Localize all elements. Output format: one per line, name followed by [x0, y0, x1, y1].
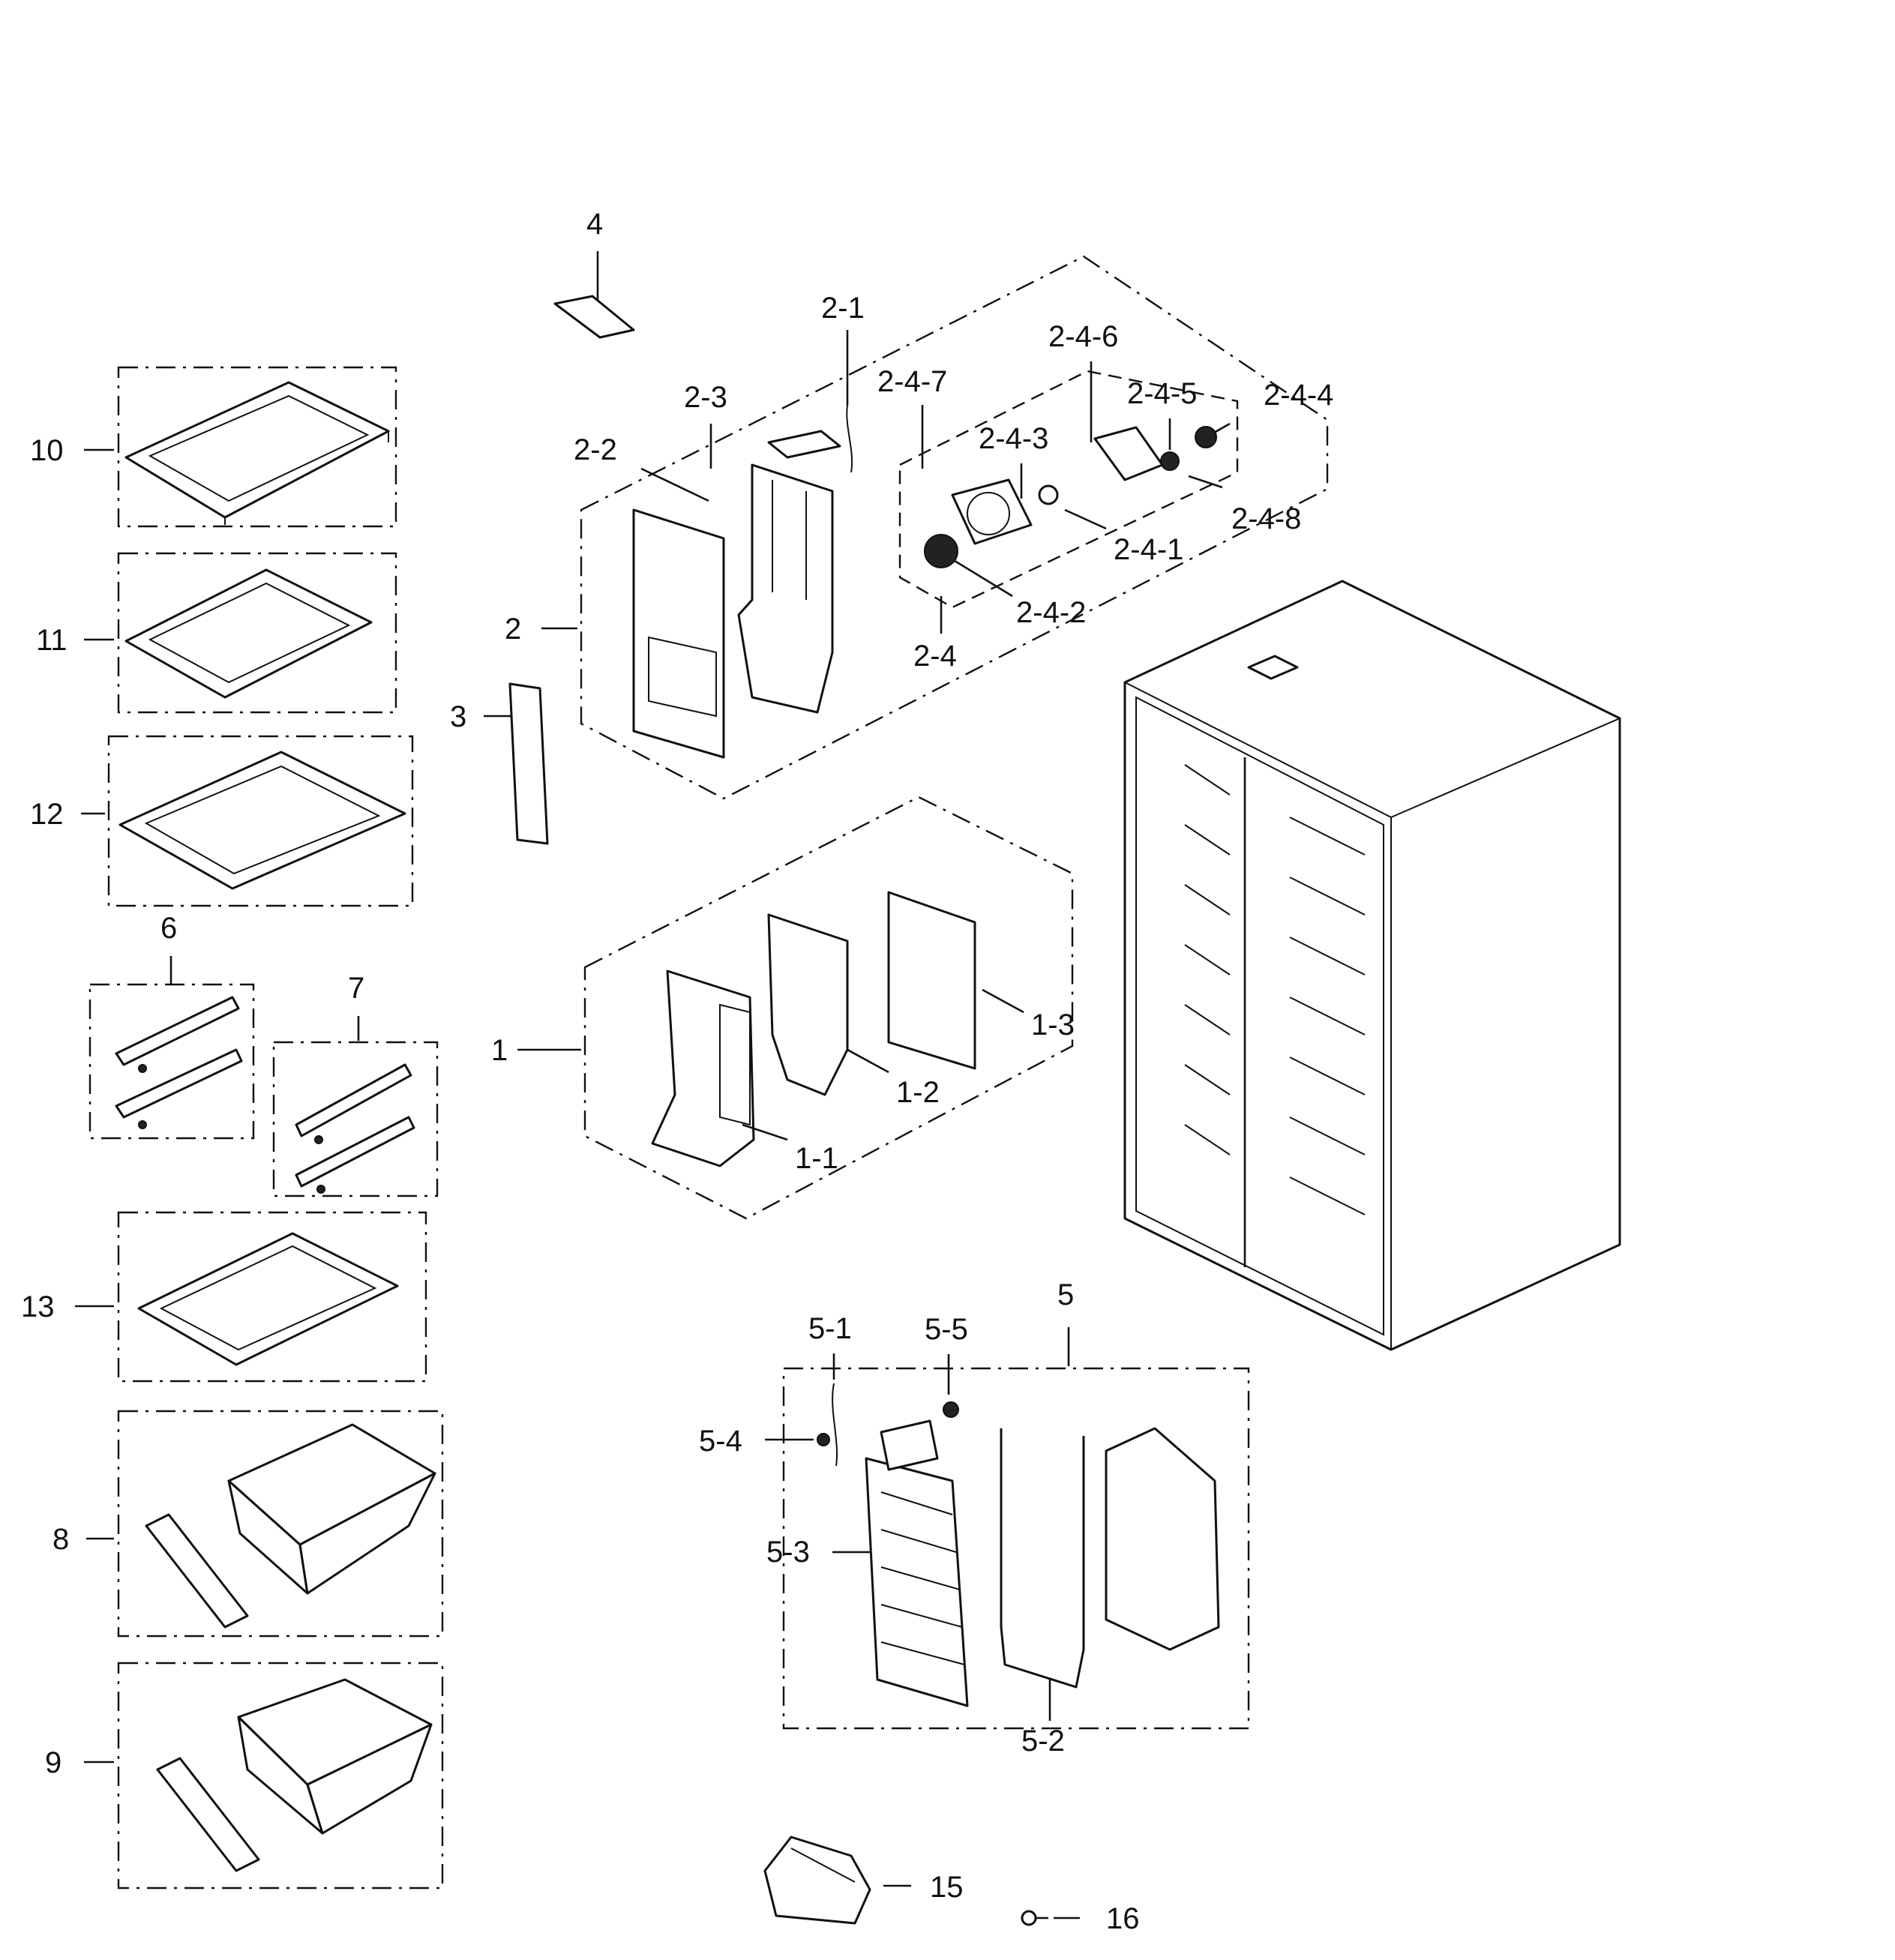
drawer-9: 9	[45, 1662, 444, 1890]
callout-8: 8	[52, 1523, 69, 1556]
callout-2-4-2: 2-4-2	[1016, 596, 1086, 629]
callout-2-3: 2-3	[684, 381, 727, 414]
callout-10: 10	[30, 434, 64, 467]
evaporator-icon	[817, 1383, 1220, 1707]
callout-2-4-1: 2-4-1	[1114, 533, 1183, 566]
callout-2-2: 2-2	[574, 433, 617, 466]
callout-6: 6	[160, 912, 177, 945]
callout-5-3: 5-3	[766, 1536, 810, 1569]
screw-icon	[1021, 1910, 1048, 1926]
rail-icon	[115, 996, 243, 1129]
callout-2-4-5: 2-4-5	[1127, 377, 1197, 410]
callout-15: 15	[930, 1871, 964, 1904]
rails-6: 6	[88, 912, 255, 1140]
drawer-8: 8	[52, 1410, 444, 1638]
shelf-12: 12	[30, 735, 414, 907]
rails-7: 7	[272, 972, 439, 1197]
part-15: 15	[763, 1836, 964, 1925]
rail-icon	[295, 1063, 415, 1194]
callout-2-1: 2-1	[821, 292, 865, 325]
drawer-icon	[145, 1423, 436, 1629]
callout-1: 1	[491, 1034, 508, 1067]
callout-2-4-6: 2-4-6	[1048, 320, 1118, 353]
callout-2-4: 2-4	[913, 640, 957, 673]
callout-3: 3	[450, 700, 466, 733]
callout-2-4-8: 2-4-8	[1231, 502, 1301, 535]
duct-cover-icon	[651, 891, 976, 1167]
callout-5-2: 5-2	[1021, 1725, 1065, 1758]
callout-2-4-7: 2-4-7	[877, 365, 947, 398]
bin-icon	[763, 1836, 871, 1925]
callout-2-4-3: 2-4-3	[979, 422, 1048, 455]
shelf-icon	[137, 1232, 399, 1366]
part-16: 16	[1021, 1902, 1140, 1935]
part-4: 4	[553, 208, 635, 339]
callout-5-4: 5-4	[699, 1425, 742, 1458]
callout-5-5: 5-5	[925, 1313, 968, 1346]
part-3: 3	[450, 682, 549, 845]
callout-4: 4	[586, 208, 603, 241]
callout-2-4-4: 2-4-4	[1264, 379, 1333, 412]
callout-5-1: 5-1	[808, 1312, 852, 1345]
shelf-10: 10	[30, 366, 397, 528]
callout-16: 16	[1106, 1902, 1140, 1935]
callout-12: 12	[30, 798, 64, 831]
callout-2: 2	[505, 613, 521, 646]
callout-1-2: 1-2	[896, 1076, 940, 1109]
shelf-icon	[124, 381, 390, 525]
callout-5: 5	[1057, 1278, 1074, 1311]
shelf-11: 11	[36, 552, 397, 714]
duct-cover-icon	[632, 430, 841, 759]
cabinet-inner-ribs	[1184, 764, 1366, 1215]
shelf-icon	[124, 568, 373, 699]
cabinet-icon	[1123, 580, 1621, 1351]
callout-13: 13	[21, 1290, 55, 1323]
fan-motor-icon	[924, 426, 1217, 568]
drawer-icon	[156, 1678, 433, 1872]
shelf-13: 13	[21, 1211, 427, 1383]
callout-9: 9	[45, 1746, 61, 1779]
shelf-icon	[118, 751, 406, 890]
callout-7: 7	[348, 972, 364, 1005]
callout-1-1: 1-1	[795, 1142, 838, 1175]
callout-11: 11	[36, 624, 67, 657]
callout-1-3: 1-3	[1031, 1008, 1075, 1041]
